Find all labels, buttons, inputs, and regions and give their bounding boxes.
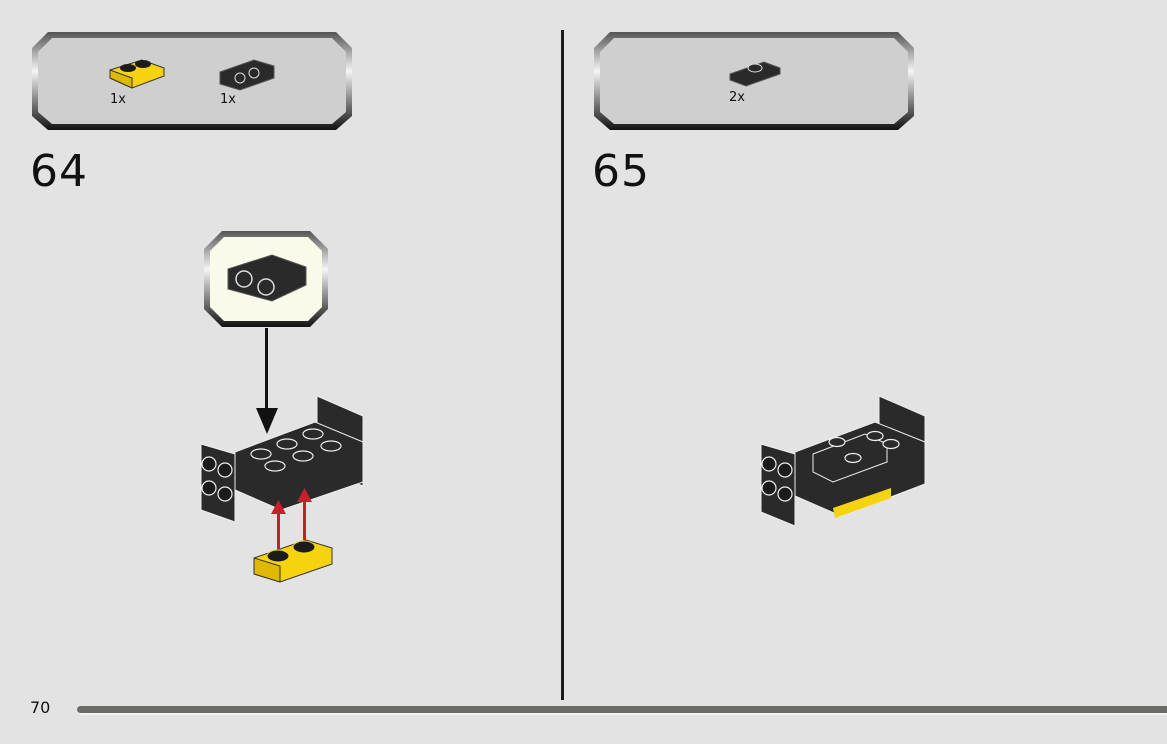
arrow-up-icon xyxy=(271,500,286,514)
part-qty: 1x xyxy=(110,92,126,107)
parts-list-box: 2x xyxy=(592,30,916,132)
yellow-plate-icon xyxy=(109,59,165,89)
callout-arrow xyxy=(265,328,268,410)
yellow-plate-part xyxy=(253,539,333,583)
step-number: 64 xyxy=(30,146,88,197)
arrow-down-icon xyxy=(256,408,278,434)
progress-bar xyxy=(77,706,1167,713)
progress-bar-highlight xyxy=(80,713,1167,715)
insert-arrow xyxy=(303,498,306,540)
model-assembly-65 xyxy=(760,395,926,527)
callout-box xyxy=(204,231,328,327)
part-qty: 1x xyxy=(220,92,236,107)
page-divider xyxy=(561,30,564,700)
page-number: 70 xyxy=(30,698,51,717)
step-number: 65 xyxy=(592,146,650,197)
black-bracket-icon xyxy=(219,59,275,91)
insert-arrow xyxy=(277,510,280,550)
model-assembly-64 xyxy=(200,395,364,523)
parts-list-box: 1x 1x xyxy=(30,30,354,132)
part-qty: 2x xyxy=(729,90,745,105)
arrow-up-icon xyxy=(297,488,312,502)
black-jumper-plate-icon xyxy=(729,61,781,87)
